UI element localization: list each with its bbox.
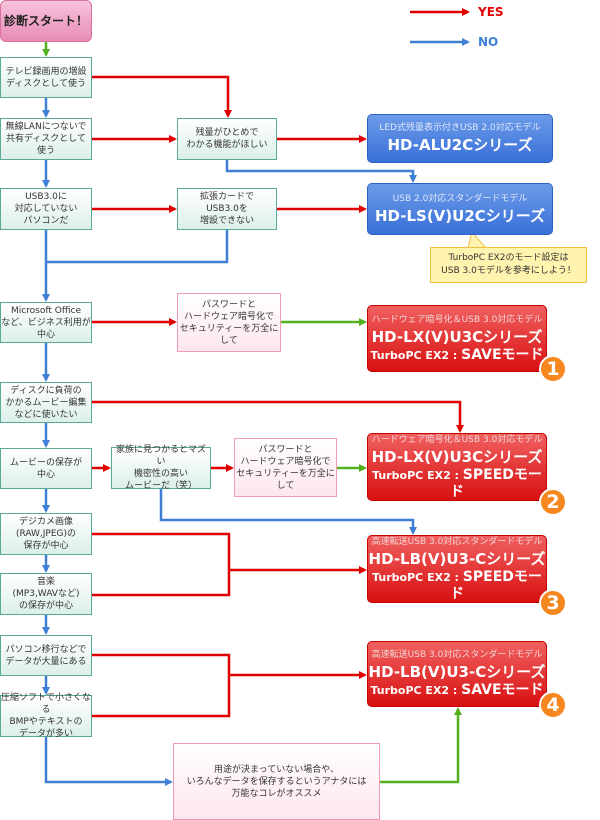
legend-yes-label: YES — [478, 5, 504, 19]
question-wireless-lan: 無線LANにつないで 共有ディスクとして 使う — [0, 118, 92, 160]
question-tv-recording: テレビ録画用の増設 ディスクとして使う — [0, 57, 92, 98]
legend-no-label: NO — [478, 35, 499, 49]
result-hd-lbu3c-speed: 高速転送USB 3.0対応スタンダードモデル HD-LB(V)U3-Cシリーズ … — [367, 535, 547, 603]
result-hd-lbu3c-save: 高速転送USB 3.0対応スタンダードモデル HD-LB(V)U3-Cシリーズ … — [367, 641, 547, 707]
mode-name: SAVEモード — [461, 682, 544, 698]
question-photos: デジカメ画像 (RAW,JPEG)の 保存が中心 — [0, 513, 92, 555]
result-hd-lxu3c-save: ハードウェア暗号化＆USB 3.0対応モデル HD-LX(V)U3Cシリーズ T… — [367, 305, 547, 372]
result-name: HD-LX(V)U3Cシリーズ — [371, 447, 543, 466]
mode-name: SPEEDモード — [450, 568, 542, 602]
mode-prefix: TurboPC EX2 : — [372, 570, 463, 584]
mode-prefix: TurboPC EX2 : — [370, 684, 462, 697]
result-subtitle: ハードウェア暗号化＆USB 3.0対応モデル — [371, 314, 543, 325]
result-subtitle: 高速転送USB 3.0対応スタンダードモデル — [371, 536, 543, 547]
callout-note: TurboPC EX2のモード設定は USB 3.0モデルを参考にしよう！ — [430, 247, 587, 283]
badge-number: 1 — [539, 355, 567, 383]
badge-number: 2 — [539, 488, 567, 516]
result-mode: TurboPC EX2 : SPEEDモード — [368, 569, 546, 603]
question-confidential-movie: 家族に見つかるとマズい 機密性の高い ムービーだ（笑） — [111, 445, 211, 491]
mode-prefix: TurboPC EX2 : — [372, 468, 463, 482]
question-movie-editing: ディスクに負荷の かかるムービー編集 などに使いたい — [0, 382, 92, 423]
result-hd-lxu3c-speed: ハードウェア暗号化＆USB 3.0対応モデル HD-LX(V)U3Cシリーズ T… — [367, 433, 547, 501]
result-name: HD-LS(V)U2Cシリーズ — [374, 206, 546, 225]
badge-number: 3 — [539, 589, 567, 617]
result-name: HD-ALU2Cシリーズ — [387, 136, 533, 154]
question-business: Microsoft Office など、ビジネス利用が 中心 — [0, 302, 92, 343]
question-compressible-data: 圧縮ソフトで小さくなる BMPやテキストの データが多い — [0, 693, 92, 739]
result-subtitle: USB 2.0対応スタンダードモデル — [392, 193, 528, 204]
result-mode: TurboPC EX2 : SAVEモード — [370, 347, 543, 364]
result-mode: TurboPC EX2 : SAVEモード — [370, 682, 543, 699]
result-subtitle: LED式残量表示付きUSB 2.0対応モデル — [379, 123, 541, 133]
result-mode: TurboPC EX2 : SPEEDモード — [368, 467, 546, 501]
mode-name: SAVEモード — [461, 346, 544, 363]
result-name: HD-LB(V)U3-Cシリーズ — [368, 663, 546, 681]
question-remaining-capacity: 残量がひとめで わかる機能がほしい — [177, 118, 277, 160]
badge-number: 4 — [539, 691, 567, 719]
question-no-usb3: USB3.0に 対応していない パソコンだ — [0, 188, 92, 230]
note-security-2: パスワードと ハードウェア暗号化で セキュリティーを万全にして — [234, 438, 337, 497]
question-movie-storage: ムービーの保存が 中心 — [0, 448, 92, 489]
result-hd-alu2c: LED式残量表示付きUSB 2.0対応モデル HD-ALU2Cシリーズ — [367, 114, 553, 163]
result-subtitle: 高速転送USB 3.0対応スタンダードモデル — [371, 650, 543, 660]
result-hd-lsu2c: USB 2.0対応スタンダードモデル HD-LS(V)U2Cシリーズ — [367, 183, 553, 235]
question-music: 音楽 (MP3,WAVなど) の保存が中心 — [0, 573, 92, 615]
note-security-1: パスワードと ハードウェア暗号化で セキュリティーを万全にして — [177, 293, 281, 352]
result-subtitle: ハードウェア暗号化＆USB 3.0対応モデル — [371, 434, 543, 445]
mode-name: SPEEDモード — [450, 466, 542, 500]
mode-prefix: TurboPC EX2 : — [370, 348, 462, 362]
note-general-use: 用途が決まっていない場合や、 いろんなデータを保存するというアナタには 万能なコ… — [173, 743, 380, 820]
question-expansion-card: 拡張カードで USB3.0を 増設できない — [177, 188, 277, 230]
question-pc-migration: パソコン移行などで データが大量にある — [0, 635, 92, 676]
result-name: HD-LB(V)U3-Cシリーズ — [368, 549, 546, 568]
result-name: HD-LX(V)U3Cシリーズ — [371, 327, 543, 346]
start-node: 診断スタート！ — [0, 0, 92, 42]
